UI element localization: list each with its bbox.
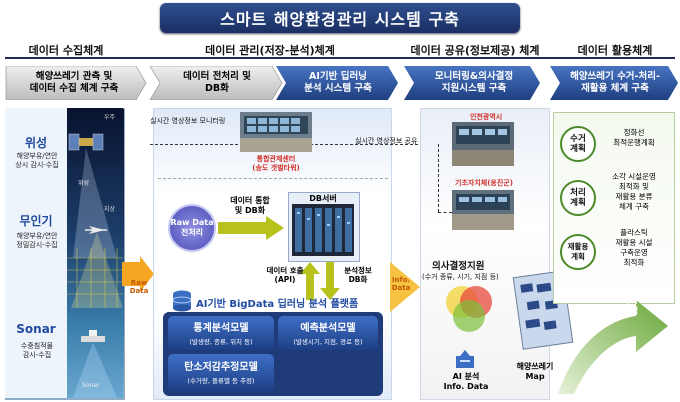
management-divider bbox=[158, 178, 388, 179]
local-gov-monitor-image bbox=[452, 190, 514, 230]
column-header-management: 데이터 관리(저장-분석)체계 bbox=[205, 44, 335, 57]
realtime-share-label: 실시간 영상정보 공유 bbox=[355, 137, 418, 145]
info-data-arrow bbox=[390, 262, 420, 312]
decision-support-title: 의사결정지원 bbox=[432, 261, 485, 272]
collect-plan-desc: 정화선 최적운행계획 bbox=[613, 128, 655, 147]
drone-desc: 해양부유/연안 정밀감시-수집 bbox=[16, 232, 58, 249]
chevron-utilization-label: 해양쓰레기 수거-처리- 재활용 체계 구축 bbox=[570, 71, 660, 94]
pred-model-title: 예측분석모델 bbox=[300, 323, 356, 334]
sonar-boat-icon bbox=[81, 330, 105, 342]
chevron-monitoring-shape bbox=[404, 66, 540, 100]
stat-model-card: 통계분석모델 (발생량, 종류, 위치 등) bbox=[168, 316, 274, 350]
db-server-label: DB서버 bbox=[309, 194, 337, 203]
header-divider bbox=[5, 57, 675, 59]
pred-model-card: 예측분석모델 (발생시기, 지점, 경로 등) bbox=[278, 316, 378, 350]
chevron-utilization-shape bbox=[550, 66, 678, 100]
satellite-icon bbox=[68, 133, 104, 151]
incheon-label: 인천광역시 bbox=[470, 113, 503, 121]
stat-model-desc: (발생량, 종류, 위치 등) bbox=[189, 338, 253, 346]
raw-data-preprocess-node: Raw Data 전처리 bbox=[168, 204, 216, 252]
tag-sonar-image: Sonar bbox=[82, 382, 100, 389]
chevron-ai-label: AI기반 딥러닝 분석 시스템 구축 bbox=[304, 71, 372, 94]
pred-model-desc: (발생시기, 지점, 경로 등) bbox=[293, 338, 363, 346]
incheon-monitor-image bbox=[452, 122, 514, 166]
analysis-db-label: 분석정보 DB화 bbox=[344, 266, 372, 284]
api-arrows bbox=[300, 262, 340, 300]
platform-label: AI기반 BigData 딥러닝 분석 플랫폼 bbox=[196, 299, 359, 310]
carbon-model-title: 탄소저감추정모델 bbox=[184, 362, 258, 373]
sonar-title: Sonar bbox=[16, 322, 56, 336]
decision-arrow-label: 의사 결정 bbox=[621, 296, 639, 317]
sea-grid-pattern bbox=[67, 248, 123, 308]
raw-data-arrow bbox=[122, 256, 154, 292]
page-title: 스마트 해양환경관리 시스템 구축 bbox=[160, 3, 520, 33]
chevron-monitoring-label: 모니터링&의사결정 지원시스템 구축 bbox=[434, 71, 514, 94]
sensor-text-panel bbox=[5, 108, 67, 398]
chevron-preprocess-label: 데이터 전처리 및 DB화 bbox=[183, 71, 251, 94]
satellite-desc: 해양부유/연안 상시 감시-수집 bbox=[15, 152, 59, 169]
trash-map-label: 해양쓰레기 Map bbox=[516, 362, 554, 381]
integration-label: 데이터 통합 및 DB화 bbox=[230, 196, 270, 215]
raw-data-label: Raw Data bbox=[129, 279, 149, 295]
process-plan-desc: 소각 시설운영 최적화 및 재활용 분류 체계 구축 bbox=[612, 172, 656, 211]
column-header-collection: 데이터 수집체계 bbox=[28, 44, 104, 57]
local-gov-label: 기초자치체(옹진군) bbox=[455, 179, 513, 187]
process-plan-badge: 처리 계획 bbox=[560, 180, 596, 216]
tag-space: 우주 bbox=[104, 114, 116, 121]
decision-support-desc: (수거 종류, 시기, 지점 등) bbox=[422, 273, 499, 281]
api-call-label: 데이터 호출 (API) bbox=[266, 266, 304, 284]
info-data-label: Info. Data bbox=[391, 276, 411, 292]
chevron-preprocess-shape bbox=[149, 66, 283, 100]
stat-model-title: 통계분석모델 bbox=[193, 323, 249, 334]
chevron-ai-shape bbox=[276, 66, 398, 100]
drone-title: 무인기 bbox=[19, 214, 53, 228]
realtime-monitor-label: 실시간 영상정보 모니터링 bbox=[150, 117, 226, 125]
collect-plan-badge: 수거 계획 bbox=[560, 126, 596, 162]
ai-info-icon bbox=[456, 350, 474, 368]
venn-diagram bbox=[446, 286, 492, 332]
ai-info-label: AI 분석 Info. Data bbox=[443, 372, 489, 391]
column-header-utilization: 데이터 활용체계 bbox=[577, 44, 653, 57]
chevron-bar bbox=[5, 66, 678, 100]
drone-icon bbox=[85, 226, 107, 234]
recycle-plan-desc: 플라스틱 재활용 시설 구축운영 최적화 bbox=[615, 228, 653, 267]
sensor-imagery bbox=[67, 108, 123, 398]
control-center-label: 통합관제센터 (송도 갯벌타워) bbox=[252, 155, 300, 172]
database-icon bbox=[172, 290, 192, 312]
carbon-model-card: 탄소저감추정모델 (수거량, 플류별 등 추정) bbox=[168, 354, 274, 392]
column-header-sharing: 데이터 공유(정보제공) 체계 bbox=[410, 44, 540, 57]
carbon-model-desc: (수거량, 플류별 등 추정) bbox=[187, 377, 255, 385]
tag-satellite-image: 위성 bbox=[78, 180, 90, 187]
tag-ground: 지상 bbox=[104, 206, 116, 213]
sonar-desc: 수중침적물 감시-수집 bbox=[20, 342, 54, 359]
decision-arrow bbox=[558, 300, 668, 394]
server-rack-image bbox=[292, 204, 354, 256]
sharing-dashed-v bbox=[438, 144, 439, 212]
sharing-dashed-h bbox=[438, 212, 452, 213]
chevron-collection-label: 해양쓰레기 관측 및 데이터 수집 체계 구축 bbox=[29, 71, 119, 94]
control-center-image bbox=[240, 112, 312, 152]
chevron-collection-shape bbox=[5, 66, 147, 100]
recycle-plan-badge: 재활용 계획 bbox=[560, 234, 596, 270]
satellite-title: 위성 bbox=[24, 136, 48, 150]
integration-arrow bbox=[218, 216, 284, 240]
